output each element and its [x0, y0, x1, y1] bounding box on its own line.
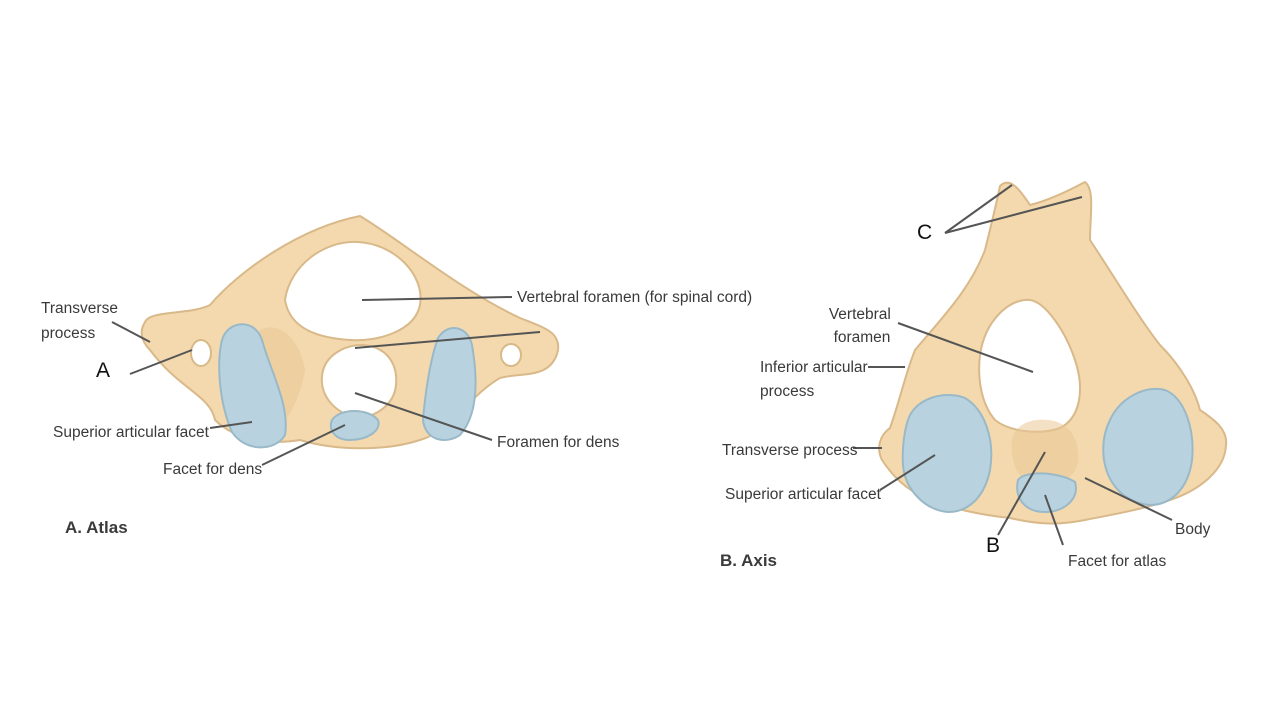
axis-facet-for-atlas: [1016, 472, 1077, 514]
axis-superior-facet-left: [901, 394, 993, 514]
atlas-superior-facet-right: [421, 327, 477, 441]
label-atlas-vertebral-foramen: Vertebral foramen (for spinal cord): [517, 289, 752, 306]
label-axis-facet-for-atlas: Facet for atlas: [1068, 553, 1166, 570]
leader-axis-facet-for-atlas: [1044, 494, 1064, 546]
marker-c: C: [917, 221, 932, 244]
caption-atlas: A. Atlas: [65, 518, 128, 537]
label-atlas-superior-articular-facet: Superior articular facet: [53, 424, 210, 441]
label-atlas-facet-for-dens: Facet for dens: [163, 461, 262, 478]
leader-axis-marker-b: [997, 451, 1046, 536]
leader-atlas-marker-a: [129, 349, 193, 375]
label-axis-superior-articular-facet: Superior articular facet: [725, 486, 882, 503]
marker-b: B: [986, 534, 1000, 557]
caption-axis: B. Axis: [720, 551, 777, 570]
atlas-figure: Transverse process Vertebral foramen (fo…: [41, 214, 752, 537]
atlas-transverse-foramen-right: [500, 343, 522, 367]
atlas-superior-facet-left: [218, 323, 287, 449]
leader-axis-body: [1084, 477, 1173, 521]
label-axis-inferior-articular-process: Inferior articular process: [760, 359, 872, 400]
atlas-facet-for-dens: [330, 410, 380, 442]
label-atlas-transverse-process: Transverse process: [41, 300, 122, 342]
leader-axis-c-2: [944, 196, 1083, 234]
label-axis-vertebral-foramen: Vertebral foramen: [829, 306, 895, 346]
leader-axis-c-1: [944, 184, 1013, 234]
marker-a: A: [96, 359, 110, 382]
leader-axis-superior-facet: [879, 454, 936, 491]
leader-atlas-transverse-process: [111, 321, 151, 343]
leader-atlas-facet-for-dens: [261, 424, 346, 466]
label-axis-body: Body: [1175, 521, 1211, 538]
axis-figure: Vertebral foramen Inferior articular pro…: [720, 180, 1228, 570]
leader-axis-vertebral-foramen: [897, 322, 1034, 373]
atlas-transverse-foramen-left: [190, 339, 212, 367]
label-atlas-foramen-for-dens: Foramen for dens: [497, 434, 620, 451]
leader-atlas-superior-facet: [209, 421, 253, 429]
leader-atlas-foramen-for-dens: [354, 392, 493, 441]
axis-superior-facet-right: [1102, 387, 1194, 507]
leader-atlas-vertebral-foramen: [361, 296, 513, 301]
leader-atlas-extra: [354, 331, 541, 349]
label-axis-transverse-process: Transverse process: [722, 442, 858, 459]
